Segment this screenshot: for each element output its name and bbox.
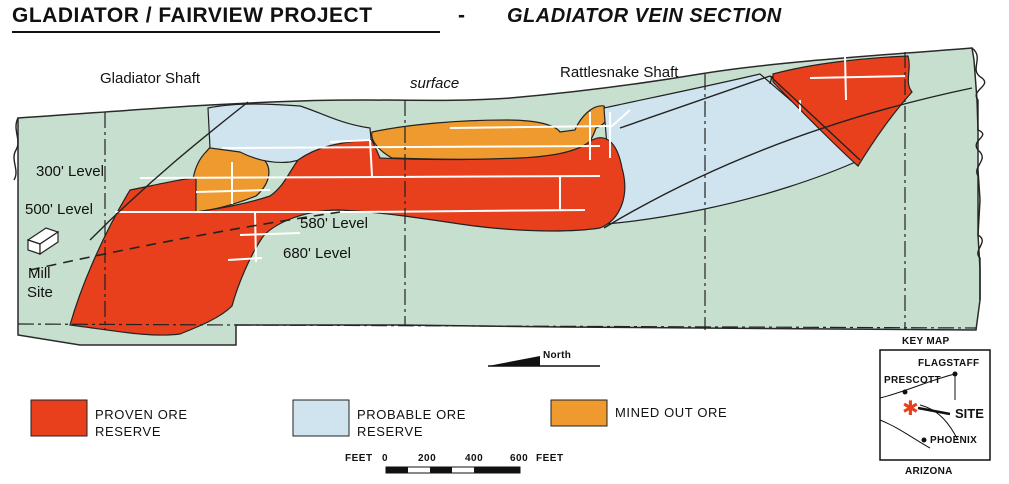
level-580-label: 580' Level: [300, 215, 368, 232]
level-680-label: 680' Level: [283, 245, 351, 262]
legend-proven-line1: PROVEN ORE: [95, 407, 188, 422]
city-phoenix: PHOENIX: [930, 435, 977, 446]
city-dot: [952, 371, 958, 377]
city-dot: [902, 389, 908, 395]
key-map-title: KEY MAP: [902, 336, 950, 347]
mine-workings: [115, 55, 906, 263]
surface-label: surface: [410, 75, 459, 92]
site-pointer: [917, 406, 951, 416]
scale-tick-0: 0: [382, 453, 388, 464]
key-map-road: [879, 373, 959, 449]
legend: PROVEN ORE RESERVE PROBABLE ORE RESERVE …: [30, 399, 727, 439]
level-300-label: 300' Level: [36, 163, 104, 180]
dashed-contact: [29, 211, 341, 271]
site-marker-icon: ✱: [902, 396, 919, 420]
north-arrow-icon: [488, 356, 540, 366]
scale-prefix: FEET: [345, 453, 373, 464]
city-prescott: PRESCOTT: [884, 375, 941, 386]
scale-tick-400: 400: [465, 453, 483, 464]
legend-probable-line1: PROBABLE ORE: [357, 407, 466, 422]
legend-swatch-probable: [292, 399, 350, 437]
scale-tick-600: 600: [510, 453, 528, 464]
gladiator-shaft-label: Gladiator Shaft: [100, 70, 201, 87]
north-label: North: [543, 350, 571, 361]
mill-label: Mill: [28, 265, 51, 282]
project-title: GLADIATOR / FAIRVIEW PROJECT: [12, 4, 373, 27]
key-map-site-label: SITE: [955, 406, 984, 421]
key-map: KEY MAP FLAGSTAFF PRESCOTT PHOENIX ✱ SIT…: [879, 336, 991, 477]
proven-ore-area: [772, 55, 913, 167]
mill-building-icon: [26, 227, 60, 256]
proven-ore-area: [69, 137, 626, 336]
scale-tick-200: 200: [418, 453, 436, 464]
scale-bar: FEET 0 200 400 600 FEET: [345, 453, 564, 474]
scale-suffix: FEET: [536, 453, 564, 464]
city-flagstaff: FLAGSTAFF: [918, 358, 979, 369]
legend-probable-line2: RESERVE: [357, 424, 423, 439]
legend-swatch-mined: [550, 399, 608, 427]
legend-swatch-proven: [30, 399, 88, 437]
city-dot: [921, 437, 927, 443]
legend-mined-line1: MINED OUT ORE: [615, 405, 727, 420]
rattlesnake-shaft-label: Rattlesnake Shaft: [560, 64, 679, 81]
faults: [89, 75, 973, 241]
level-500-label: 500' Level: [25, 201, 93, 218]
legend-proven-line2: RESERVE: [95, 424, 161, 439]
left-break-line: [13, 117, 19, 181]
site-label: Site: [27, 284, 53, 301]
section-subtitle: GLADIATOR VEIN SECTION: [507, 5, 782, 27]
section-lines: [17, 52, 977, 330]
state-label: ARIZONA: [905, 466, 953, 477]
key-map-frame: [879, 349, 991, 461]
break-line: [971, 47, 986, 300]
title-separator: -: [458, 4, 466, 27]
north-arrow: North: [488, 350, 600, 367]
